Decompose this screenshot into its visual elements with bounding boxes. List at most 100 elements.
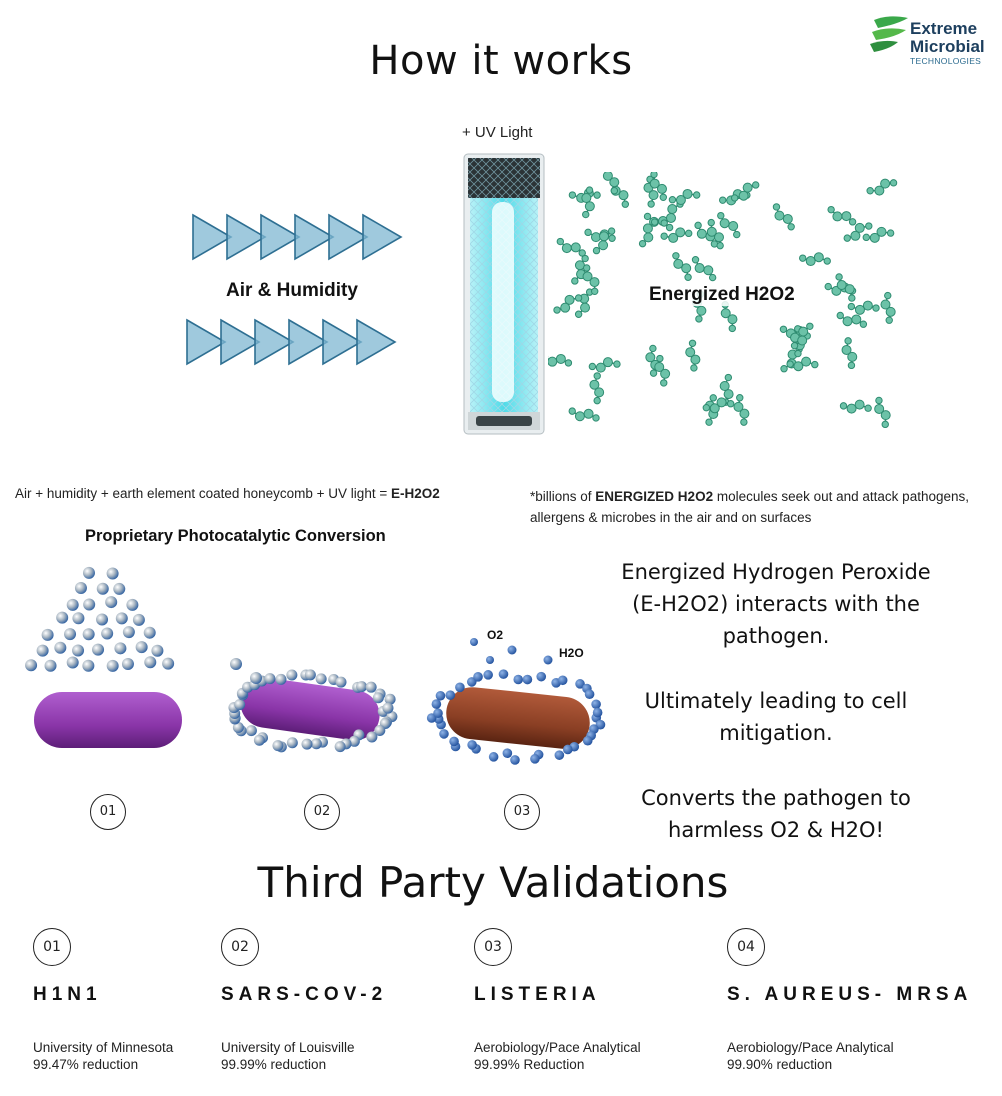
arrow-icon xyxy=(192,213,233,261)
molecule-ball-icon xyxy=(449,736,459,747)
molecule-ball-icon xyxy=(356,681,368,693)
h2o2-molecule-icon xyxy=(799,252,831,267)
page-title: How it works xyxy=(369,38,633,84)
molecule-ball-icon xyxy=(74,582,87,595)
molecule-ball-icon xyxy=(467,740,477,750)
h2o2-molecule-icon xyxy=(862,226,895,243)
molecule-ball-icon xyxy=(113,582,126,595)
molecule-ball-icon xyxy=(382,702,394,714)
explanation-p3: Converts the pathogen to harmless O2 & H… xyxy=(641,786,911,842)
molecule-ball-icon xyxy=(304,669,316,681)
h2o2-molecule-icon xyxy=(706,218,724,250)
arrow-icon xyxy=(356,318,397,366)
leaf-logo-icon xyxy=(870,16,908,52)
molecule-ball-icon xyxy=(510,755,520,765)
formula-plain: Air + humidity + earth element coated ho… xyxy=(15,486,391,501)
molecule-ball-icon xyxy=(435,690,446,701)
molecule-ball-icon xyxy=(64,628,77,641)
validation-source: University of Louisville xyxy=(221,1040,355,1055)
formula-text: Air + humidity + earth element coated ho… xyxy=(15,486,440,501)
molecule-ball-icon xyxy=(507,645,517,655)
bacterium-2 xyxy=(240,677,380,741)
h2o2-molecule-icon xyxy=(589,372,605,405)
h2o2-molecule-icon xyxy=(733,394,750,426)
molecule-ball-icon xyxy=(372,692,384,704)
h2o2-molecule-icon xyxy=(588,357,621,373)
arrow-icon xyxy=(288,318,329,366)
molecule-ball-icon xyxy=(230,658,242,670)
step-2-badge: 02 xyxy=(304,794,340,830)
molecule-ball-icon xyxy=(498,669,509,679)
molecule-ball-icon xyxy=(374,724,386,736)
molecule-ball-icon xyxy=(92,643,105,656)
molecule-ball-icon xyxy=(72,644,85,657)
bacterium-1 xyxy=(34,692,182,748)
molecule-ball-icon xyxy=(83,598,96,611)
validations-title: Third Party Validations xyxy=(257,858,729,907)
billions-bold: ENERGIZED H2O2 xyxy=(595,489,714,504)
molecule-ball-icon xyxy=(72,612,85,625)
molecule-ball-icon xyxy=(96,613,109,626)
arrow-icon xyxy=(226,213,267,261)
validation-reduction: 99.47% reduction xyxy=(33,1057,139,1072)
h2o2-molecule-icon xyxy=(730,181,760,202)
h2o2-molecule-icon xyxy=(841,337,858,370)
validation-card-4: 04 S. AUREUS- MRSA Aerobiology/Pace Anal… xyxy=(727,928,997,1072)
molecule-ball-icon xyxy=(82,566,95,579)
molecule-ball-icon xyxy=(66,656,79,669)
conversion-illustration xyxy=(25,566,606,765)
arrow-icon xyxy=(328,213,369,261)
brand-logo: Extreme Microbial TECHNOLOGIES xyxy=(868,8,998,70)
h2o-label: H2O xyxy=(559,646,584,660)
molecule-ball-icon xyxy=(132,613,145,626)
arrow-icon xyxy=(254,318,295,366)
molecule-ball-icon xyxy=(522,674,533,685)
h2o2-molecule-icon xyxy=(574,288,594,318)
molecule-ball-icon xyxy=(584,689,595,700)
logo-line-2: Microbial xyxy=(910,37,985,56)
o2-label: O2 xyxy=(487,628,504,642)
molecule-ball-icon xyxy=(44,659,57,672)
molecule-ball-icon xyxy=(365,681,377,693)
arrow-icon xyxy=(362,213,403,261)
uv-device xyxy=(463,153,545,435)
molecule-ball-icon xyxy=(41,628,54,641)
molecule-ball-icon xyxy=(557,675,568,686)
molecule-ball-icon xyxy=(126,598,139,611)
validation-card-3: 03 LISTERIA Aerobiology/Pace Analytical … xyxy=(474,928,714,1072)
molecule-ball-icon xyxy=(234,699,246,711)
h2o2-molecule-icon xyxy=(772,203,795,231)
molecule-ball-icon xyxy=(250,672,262,684)
h2o2-molecule-icon xyxy=(581,186,595,219)
molecule-ball-icon xyxy=(348,735,360,747)
molecule-ball-icon xyxy=(483,670,493,680)
molecule-ball-icon xyxy=(488,752,499,762)
uv-light-label: + UV Light xyxy=(462,124,533,141)
molecule-ball-icon xyxy=(106,567,119,580)
h2o2-molecule-icon xyxy=(548,353,573,367)
molecule-ball-icon xyxy=(473,672,483,682)
molecule-ball-icon xyxy=(232,722,244,734)
airflow-arrows xyxy=(186,213,403,366)
explanation-p1: Energized Hydrogen Peroxide (E-H2O2) int… xyxy=(621,560,931,648)
h2o2-molecule-icon xyxy=(649,172,667,201)
molecule-ball-icon xyxy=(66,598,79,611)
validation-number: 02 xyxy=(221,928,259,966)
air-humidity-label: Air & Humidity xyxy=(226,280,358,301)
validation-card-1: 01 H1N1 University of Minnesota 99.47% r… xyxy=(33,928,223,1072)
arrow-icon xyxy=(220,318,261,366)
molecule-ball-icon xyxy=(536,671,547,682)
molecule-ball-icon xyxy=(301,738,313,750)
molecule-ball-icon xyxy=(286,737,298,749)
molecule-ball-icon xyxy=(513,674,524,685)
h2o2-molecule-icon xyxy=(660,200,684,227)
molecule-ball-icon xyxy=(275,673,287,685)
h2o2-molecule-icon xyxy=(720,301,738,333)
h2o2-molecule-icon xyxy=(592,227,616,255)
h2o2-molecule-icon xyxy=(582,264,600,296)
billions-suffix: molecules seek out and attack pathogens,… xyxy=(530,489,969,525)
molecule-ball-icon xyxy=(115,612,128,625)
molecule-ball-icon xyxy=(121,657,134,670)
molecule-ball-icon xyxy=(253,734,265,746)
h2o2-molecule-icon xyxy=(691,256,717,282)
